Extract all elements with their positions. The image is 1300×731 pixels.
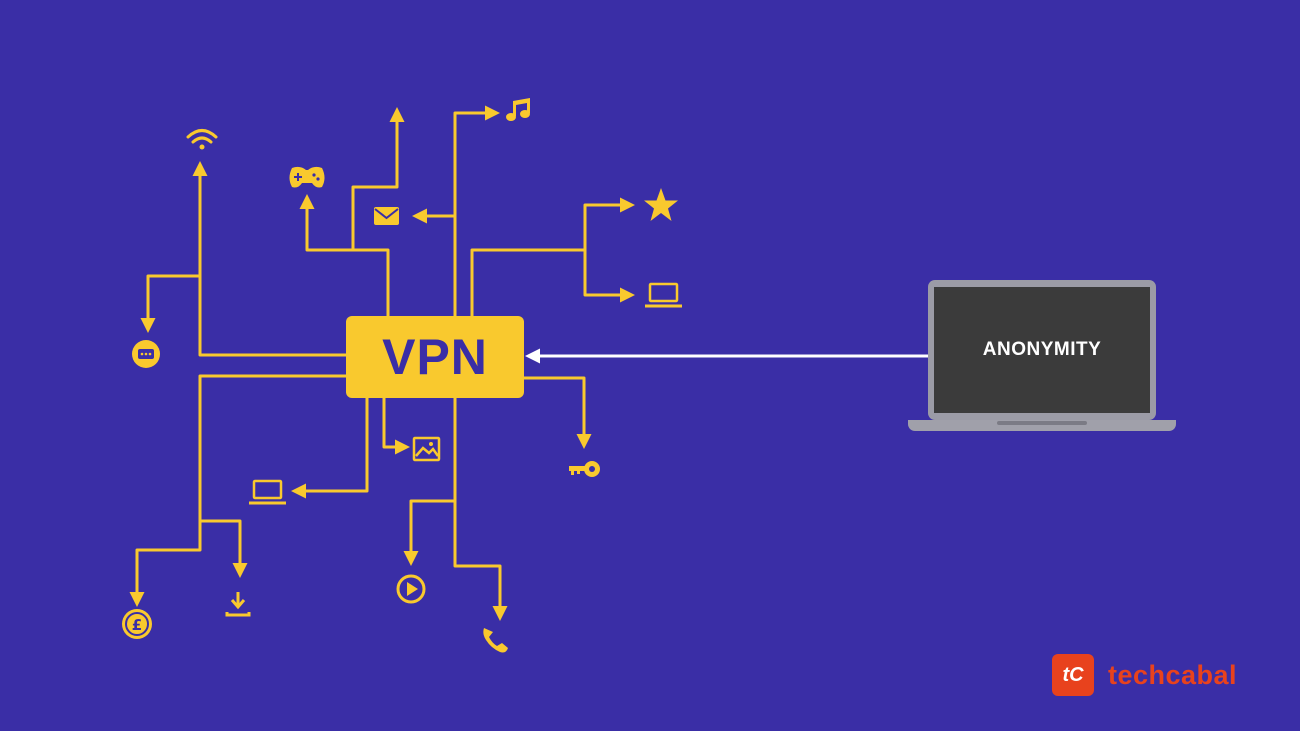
line-to-wifi [192,161,346,357]
image-icon [412,436,441,462]
anonymity-laptop: ANONYMITY [908,280,1176,435]
line-to-star-laptop [470,248,585,316]
wifi-icon [186,129,218,150]
line-to-image [382,398,410,455]
gamepad-icon [289,166,325,188]
line-to-key [524,376,592,449]
line-to-star [583,197,635,250]
star-icon [644,188,678,221]
connector-lines [129,105,635,621]
play-icon [396,574,426,604]
vpn-label: VPN [382,329,488,385]
techcabal-logo: tC [1052,654,1094,696]
laptop-base [908,420,1176,431]
line-to-play [403,398,457,566]
pound-coin-icon: £ [122,609,152,639]
vpn-box: VPN [346,316,524,398]
download-icon [225,592,251,617]
line-to-music [453,105,500,316]
laptop-icon [645,282,682,308]
key-icon [569,461,600,477]
laptop-screen-bezel: ANONYMITY [928,280,1156,420]
laptop-icon [249,479,286,505]
mail-icon [374,207,399,225]
music-note-icon [506,98,530,121]
phone-icon [483,628,508,653]
line-to-gamepad [299,194,390,316]
line-to-up [351,107,405,250]
chat-bubble-icon [132,340,160,368]
techcabal-brand: tC techcabal [1052,654,1237,696]
line-to-chat [140,274,200,333]
line-to-pound [129,374,346,607]
logo-text: tC [1062,663,1084,686]
line-to-phone [453,501,508,621]
laptop-notch [997,421,1087,425]
brand-name: techcabal [1108,659,1238,690]
line-to-laptop-bottom [291,398,369,499]
anonymity-label: ANONYMITY [982,339,1102,360]
laptop-screen: ANONYMITY [934,287,1150,413]
svg-text:£: £ [132,616,142,634]
line-to-download [200,519,248,578]
line-to-laptop-right [583,250,635,303]
